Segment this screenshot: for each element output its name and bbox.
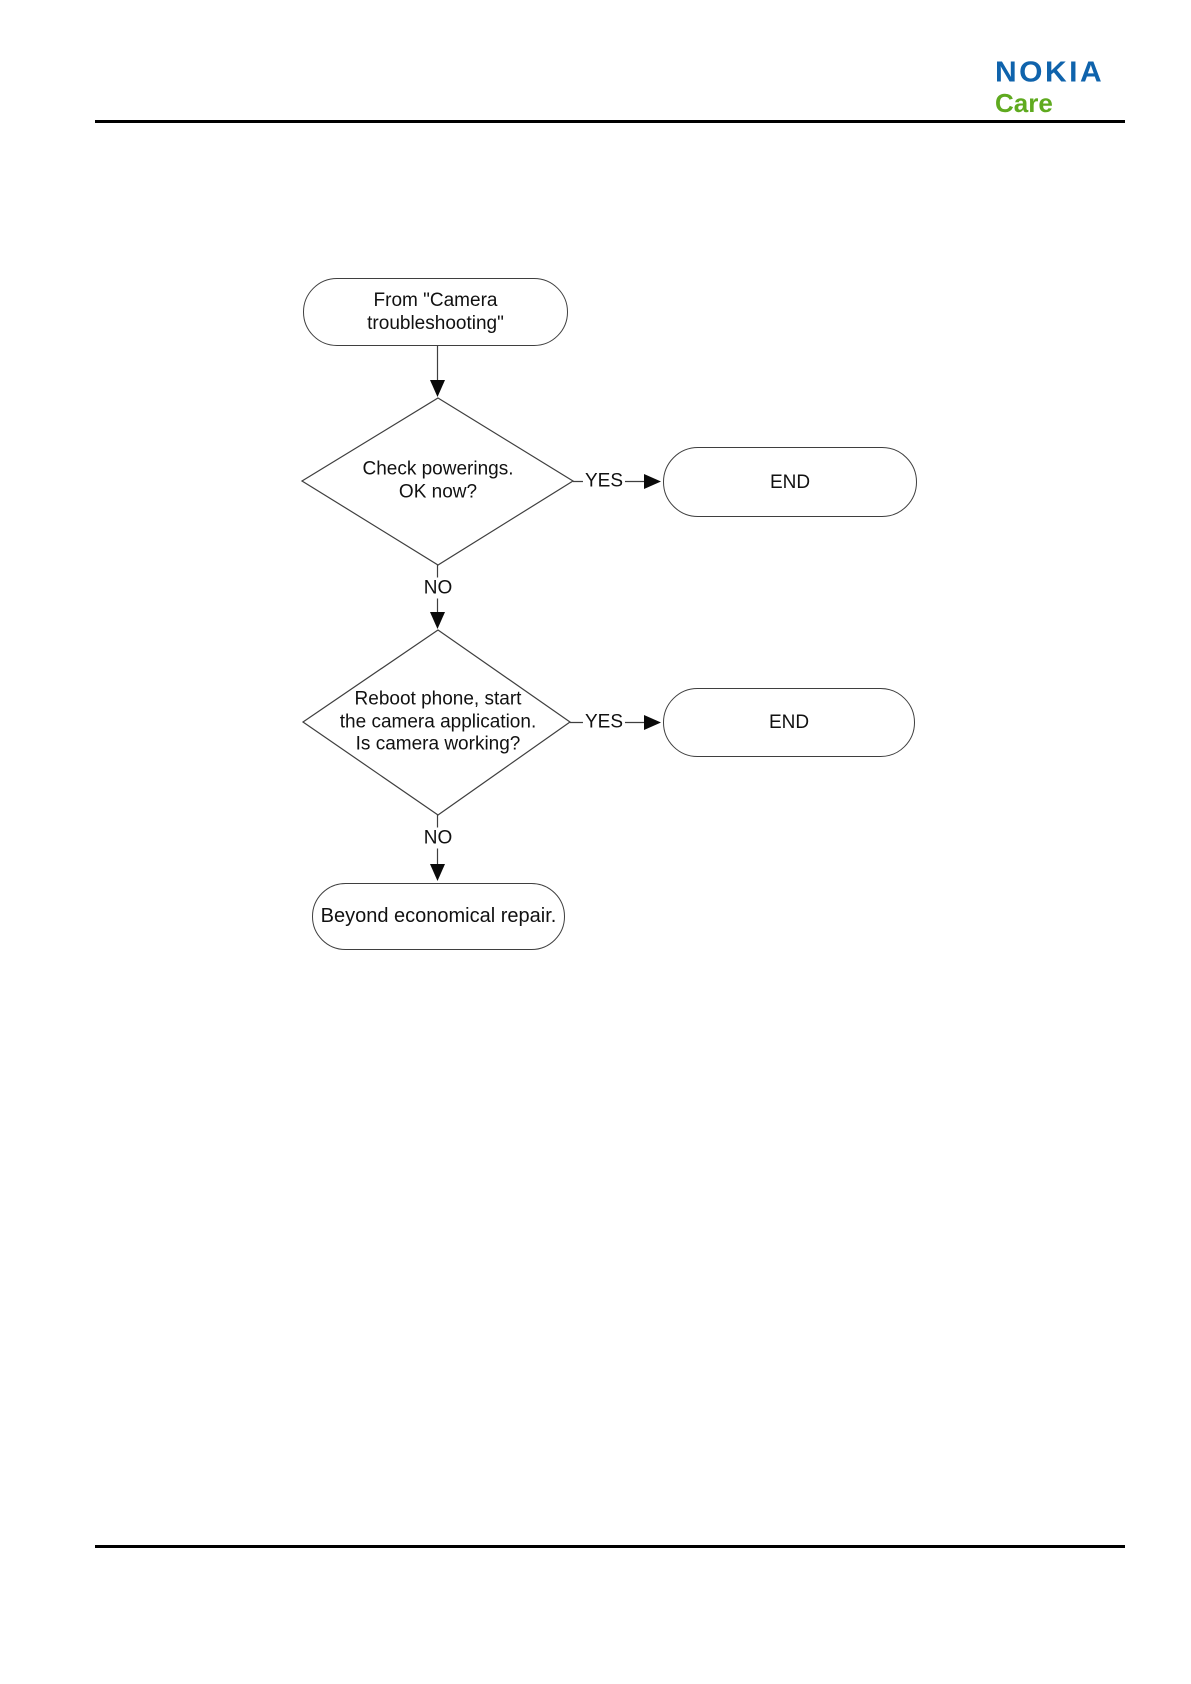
arrowhead-right-1-icon (644, 474, 661, 489)
decision2-line1: Reboot phone, start (354, 688, 522, 710)
end-node-2-label: END (768, 712, 810, 733)
care-logo: Care (995, 88, 1053, 118)
edge-label-no-2: NO (421, 827, 455, 849)
decision1-line2: OK now? (398, 481, 478, 502)
arrowhead-right-2-icon (644, 715, 661, 730)
footer-divider (95, 1545, 1125, 1548)
decision2-line2: the camera application. (339, 710, 537, 732)
nokia-logo: NOKIA (995, 56, 1105, 89)
end-node-2: END (663, 688, 915, 757)
edge-label-yes-1: YES (582, 470, 626, 492)
final-node-label: Beyond economical repair. (320, 905, 557, 927)
end-node-1-label: END (769, 471, 811, 493)
arrowhead-down-1-icon (430, 380, 445, 397)
decision2-text: Reboot phone, start the camera applicati… (340, 688, 536, 756)
nokia-care-logo: NOKIA Care (995, 58, 1104, 116)
header-divider (95, 120, 1125, 123)
decision2-line3: Is camera working? (355, 733, 521, 755)
edge-label-yes-2: YES (582, 711, 626, 733)
start-node-line1: From "Camera (373, 290, 498, 311)
decision1-text: Check powerings. OK now? (362, 459, 513, 504)
arrowhead-down-2-icon (430, 612, 445, 629)
edge-label-no-1: NO (421, 577, 455, 599)
final-node: Beyond economical repair. (312, 883, 565, 950)
decision1-line1: Check powerings. (362, 458, 514, 480)
end-node-1: END (663, 447, 917, 517)
start-node: From "Camera troubleshooting" (303, 278, 568, 346)
arrowhead-down-3-icon (430, 864, 445, 881)
start-node-line2: troubleshooting" (367, 313, 504, 334)
